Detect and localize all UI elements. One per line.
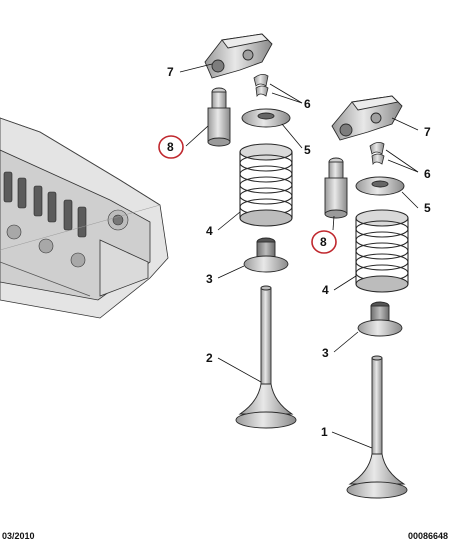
lash-adjuster-right: [324, 157, 348, 219]
callout-4-right: 4: [322, 283, 329, 297]
callout-5-right: 5: [424, 201, 431, 215]
valve-spring-left: [239, 143, 293, 227]
valve-spring-right: [355, 209, 409, 293]
valve-keepers-right: [369, 142, 385, 166]
lash-adjuster-left: [207, 87, 231, 147]
leader-lines: [179, 63, 419, 449]
valve-right: [346, 355, 408, 499]
valve-left: [235, 285, 297, 429]
valve-keepers-left: [253, 74, 269, 98]
callout-7-right: 7: [424, 125, 431, 139]
callout-8-left: 8: [167, 140, 174, 154]
rocker-arm-right: [331, 95, 403, 141]
callout-5-left: 5: [304, 143, 311, 157]
highlight-circles: [158, 135, 337, 254]
callout-6-left: 6: [304, 97, 311, 111]
callout-3-right: 3: [322, 346, 329, 360]
valve-stem-seal-left: [243, 237, 289, 273]
rocker-arm-left: [204, 33, 273, 79]
callout-7-left: 7: [167, 65, 174, 79]
callouts: 7 6 8 5 4 3 2 7 6 5 8 4 3 1: [167, 65, 431, 439]
reference-number: 00086648: [407, 531, 448, 541]
highlight-circle-8-right: [311, 230, 337, 254]
date-code: 03/2010: [2, 531, 35, 541]
callout-6-right: 6: [424, 167, 431, 181]
highlight-circle-8-left: [158, 135, 184, 159]
spring-retainer-right: [355, 176, 405, 196]
callout-4-left: 4: [206, 224, 213, 238]
valve-stem-seal-right: [357, 301, 403, 337]
spring-retainer-left: [241, 108, 291, 128]
callout-3-left: 3: [206, 272, 213, 286]
callout-1: 1: [321, 425, 328, 439]
callout-2: 2: [206, 351, 213, 365]
cylinder-head-illustration: [0, 117, 169, 319]
callout-8-right: 8: [320, 235, 327, 249]
